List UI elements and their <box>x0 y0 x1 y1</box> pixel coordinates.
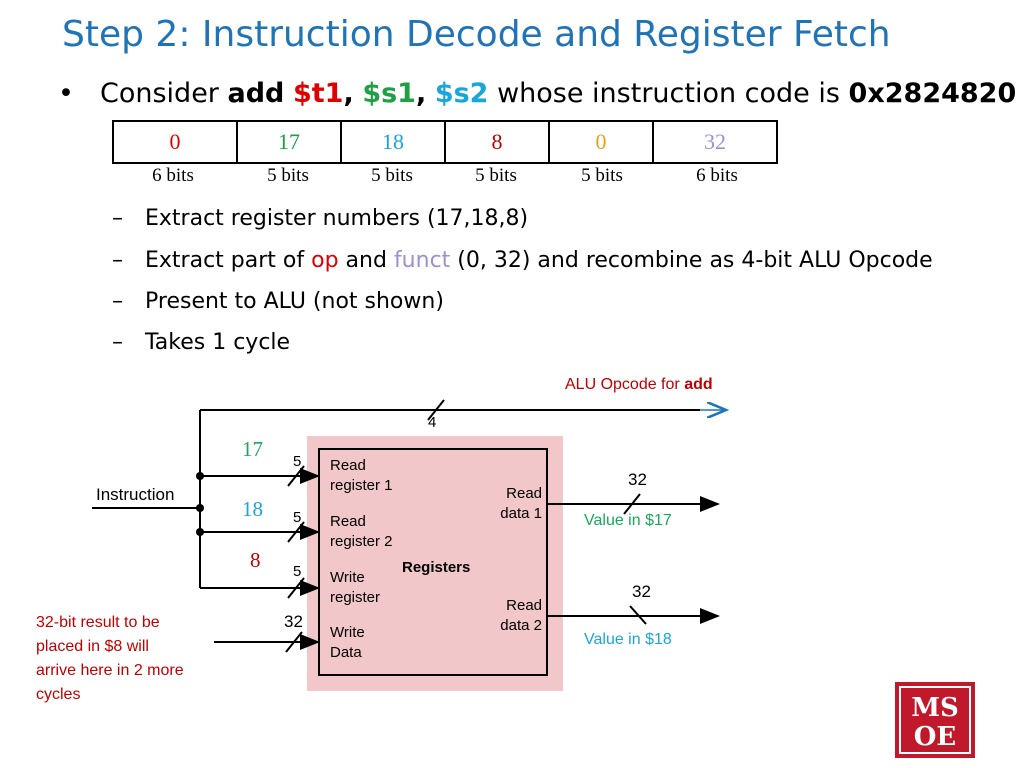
dash-3: – <box>112 289 123 314</box>
funct-word: funct <box>393 248 451 273</box>
width-5-a: 5 <box>293 453 302 470</box>
read-data-1-line2: data 1 <box>500 505 542 522</box>
read-data-2-line1: Read <box>506 597 542 614</box>
instruction-fields-table: 0 17 18 8 0 32 <box>112 120 778 164</box>
sub-bullet-2: –Extract part of op and funct (0, 32) an… <box>112 248 933 273</box>
register-file-highlight <box>307 436 563 691</box>
width-32-out2: 32 <box>632 582 651 601</box>
instruction-code: 0x2824820 <box>848 78 1017 109</box>
sub-bullet-2-post: (0, 32) and recombine as 4-bit ALU Opcod… <box>457 248 933 273</box>
consider-text: Consider <box>100 78 219 109</box>
read-reg2-slash <box>287 521 305 543</box>
width-5-c: 5 <box>293 563 302 580</box>
alu-opcode-slash <box>427 399 445 421</box>
comma-2: , <box>415 78 427 109</box>
width-5-b: 5 <box>293 509 302 526</box>
write-data-label: Write Data <box>330 623 365 663</box>
field-rs: 17 <box>236 120 342 164</box>
read-data-2-line2: data 2 <box>500 617 542 634</box>
read-data-1-line1: Read <box>506 485 542 502</box>
reg-s2: $s2 <box>434 78 489 109</box>
junction-dot-1 <box>196 472 204 480</box>
bits-label-op: 6 bits <box>152 165 194 186</box>
reg-number-17: 17 <box>242 437 263 461</box>
write-data-line1: Write <box>330 624 365 641</box>
read-data2-slash <box>629 605 647 625</box>
width-32-in: 32 <box>284 612 303 631</box>
junction-dot-3 <box>196 528 204 536</box>
slide-title: Step 2: Instruction Decode and Register … <box>62 14 891 55</box>
bits-label-rs: 5 bits <box>267 165 309 186</box>
sub-bullet-3: –Present to ALU (not shown) <box>112 289 444 314</box>
alu-opcode-add: add <box>684 376 713 393</box>
write-reg-slash <box>287 577 305 599</box>
bits-label-shamt: 5 bits <box>581 165 623 186</box>
svg-text:MS: MS <box>911 693 959 723</box>
read-register-2-line2: register 2 <box>330 533 393 550</box>
read-register-1-line2: register 1 <box>330 477 393 494</box>
register-file <box>318 448 548 676</box>
comma-1: , <box>343 78 354 109</box>
result-note-line1: 32-bit result to be <box>36 614 160 631</box>
reg-number-8: 8 <box>250 548 261 572</box>
read-data1-slash <box>623 493 641 515</box>
write-register-line1: Write <box>330 569 365 586</box>
sub-bullet-3-text: Present to ALU (not shown) <box>145 289 444 314</box>
add-mnemonic: add <box>227 78 285 109</box>
whose-text: whose instruction code is <box>497 78 840 109</box>
field-funct: 32 <box>652 120 778 164</box>
read-register-1-line1: Read <box>330 457 366 474</box>
reg-s1: $s1 <box>362 78 416 109</box>
main-bullet: • Consider add $t1, $s1, $s2 whose instru… <box>58 78 1016 109</box>
result-note: 32-bit result to be placed in $8 will ar… <box>36 611 184 707</box>
read-data-1-label: Read data 1 <box>494 484 542 524</box>
reg-t1: $t1 <box>292 78 344 109</box>
result-note-line2: placed in $8 will <box>36 638 149 655</box>
reg-number-18: 18 <box>242 497 263 521</box>
sub-bullet-1: –Extract register numbers (17,18,8) <box>112 206 528 231</box>
sub-bullet-4: –Takes 1 cycle <box>112 330 290 355</box>
write-data-slash <box>285 631 303 653</box>
write-register-label: Write register <box>330 568 380 608</box>
sub-bullet-4-text: Takes 1 cycle <box>145 330 291 355</box>
field-shamt: 0 <box>548 120 654 164</box>
write-register-line2: register <box>330 589 381 606</box>
read-data-2-label: Read data 2 <box>494 596 542 636</box>
bits-label-rd: 5 bits <box>475 165 517 186</box>
width-32-out1: 32 <box>628 470 647 489</box>
field-op: 0 <box>112 120 238 164</box>
result-note-line4: cycles <box>36 686 81 703</box>
junction-dot-2 <box>196 504 204 512</box>
alu-opcode-text: ALU Opcode for <box>565 376 680 393</box>
sub-bullet-2-pre: Extract part of <box>145 248 305 273</box>
sub-bullet-1-text: Extract register numbers (17,18,8) <box>145 206 529 231</box>
write-data-line2: Data <box>330 644 362 661</box>
read-reg1-slash <box>287 465 305 487</box>
result-note-line3: arrive here in 2 more <box>36 662 184 679</box>
field-rd: 8 <box>444 120 550 164</box>
value-17-label: Value in $17 <box>584 512 672 529</box>
bus-width-4: 4 <box>428 414 437 431</box>
op-word: op <box>311 248 339 273</box>
bits-label-funct: 6 bits <box>696 165 738 186</box>
dash-1: – <box>112 206 123 231</box>
instruction-label: Instruction <box>96 485 175 504</box>
dash-4: – <box>112 330 123 355</box>
msoe-logo-mark: MS OE <box>911 693 959 752</box>
bits-label-rt: 5 bits <box>371 165 413 186</box>
registers-label: Registers <box>402 559 471 576</box>
read-register-2-label: Read register 2 <box>330 512 393 552</box>
alu-opcode-label: ALU Opcode for add <box>565 375 713 395</box>
msoe-logo: MS OE <box>895 682 975 758</box>
bullet-dot: • <box>58 78 74 109</box>
and-word: and <box>345 248 387 273</box>
read-register-2-line1: Read <box>330 513 366 530</box>
dash-2: – <box>112 248 123 273</box>
field-rt: 18 <box>340 120 446 164</box>
svg-text:OE: OE <box>914 722 956 751</box>
value-18-label: Value in $18 <box>584 631 672 648</box>
read-register-1-label: Read register 1 <box>330 456 393 496</box>
